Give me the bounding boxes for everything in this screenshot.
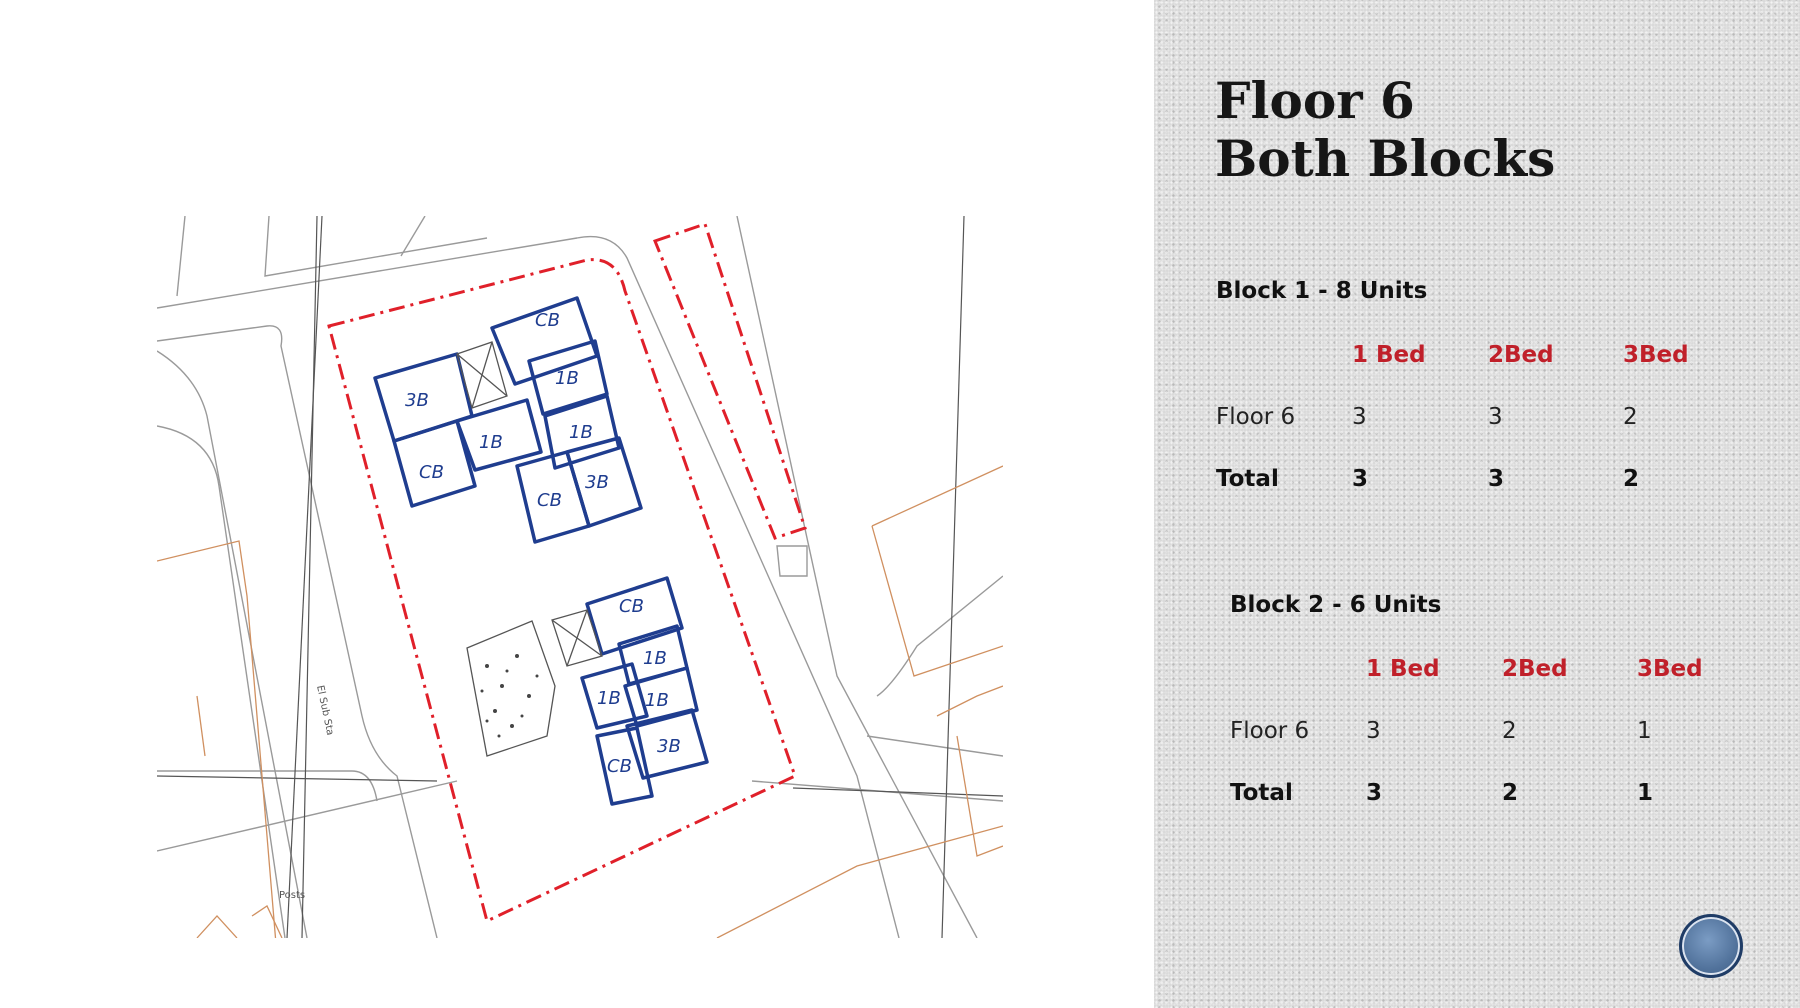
column-header: 1 Bed [1352, 342, 1426, 368]
column-header: 2Bed [1502, 656, 1568, 682]
room-label: CB [607, 756, 632, 777]
table-row: Floor 6 3 2 1 [1230, 700, 1727, 762]
site-plan: 3B CB CB 1B 1B 1B CB 3B CB 1B 1B 1B 3B C… [157, 216, 1003, 938]
row-label: Total [1216, 466, 1279, 492]
column-header [1216, 324, 1352, 386]
cell-value: 1 [1637, 718, 1652, 744]
room-label: 3B [585, 472, 609, 493]
side-panel [1154, 0, 1800, 1008]
room-label: 1B [597, 688, 621, 709]
cell-value: 3 [1352, 404, 1367, 430]
cell-value: 2 [1502, 718, 1517, 744]
cell-value: 3 [1366, 718, 1381, 744]
column-header: 3Bed [1637, 656, 1703, 682]
room-label: 1B [569, 422, 593, 443]
block1-unit-table: 1 Bed 2Bed 3Bed Floor 6 3 3 2 Total 3 3 … [1216, 324, 1713, 510]
cell-value: 2 [1623, 466, 1640, 492]
room-label: CB [619, 596, 644, 617]
room-label: 1B [555, 368, 579, 389]
title-line-1: Floor 6 [1215, 71, 1415, 130]
road-label: El Sub Sta [314, 684, 335, 736]
cell-value: 3 [1488, 466, 1505, 492]
room-label: 1B [479, 432, 503, 453]
room-label: 1B [645, 690, 669, 711]
column-header: 1 Bed [1366, 656, 1440, 682]
room-label: 3B [657, 736, 681, 757]
room-label: CB [537, 490, 562, 511]
room-label: CB [535, 310, 560, 331]
room-label: 3B [405, 390, 429, 411]
table-header-row: 1 Bed 2Bed 3Bed [1230, 638, 1727, 700]
cell-value: 2 [1623, 404, 1638, 430]
room-label: 1B [643, 648, 667, 669]
column-header [1230, 638, 1366, 700]
block2-heading: Block 2 - 6 Units [1230, 592, 1442, 618]
block2-unit-table: 1 Bed 2Bed 3Bed Floor 6 3 2 1 Total 3 2 … [1230, 638, 1727, 824]
table-total-row: Total 3 3 2 [1216, 448, 1713, 510]
block1-heading: Block 1 - 8 Units [1216, 278, 1428, 304]
table-total-row: Total 3 2 1 [1230, 762, 1727, 824]
row-label: Floor 6 [1216, 404, 1296, 430]
title-line-2: Both Blocks [1215, 129, 1556, 188]
row-label: Floor 6 [1230, 718, 1310, 744]
table-row: Floor 6 3 3 2 [1216, 386, 1713, 448]
cell-value: 1 [1637, 780, 1654, 806]
table-header-row: 1 Bed 2Bed 3Bed [1216, 324, 1713, 386]
posts-label: Posts [279, 890, 305, 901]
column-header: 3Bed [1623, 342, 1689, 368]
cell-value: 3 [1352, 466, 1369, 492]
row-label: Total [1230, 780, 1293, 806]
circle-button-icon[interactable] [1679, 914, 1743, 978]
column-header: 2Bed [1488, 342, 1554, 368]
room-label: CB [419, 462, 444, 483]
cell-value: 3 [1488, 404, 1503, 430]
page-title: Floor 6 Both Blocks [1215, 72, 1555, 188]
cell-value: 2 [1502, 780, 1519, 806]
cell-value: 3 [1366, 780, 1383, 806]
